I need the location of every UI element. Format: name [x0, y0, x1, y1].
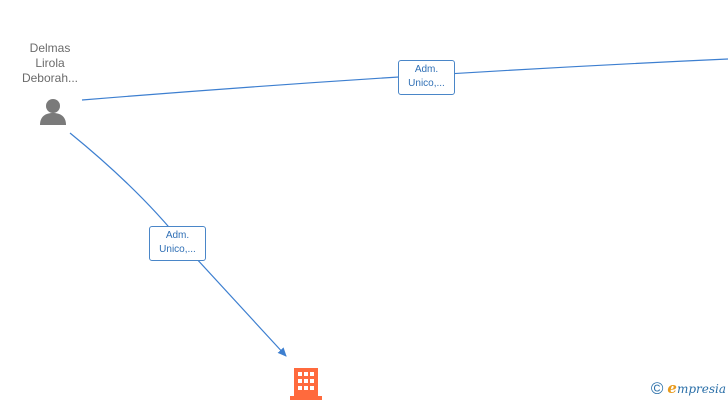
empresia-watermark: © empresia: [651, 378, 726, 398]
person-name-label[interactable]: Delmas Lirola Deborah...: [10, 41, 90, 86]
person-name-line: Lirola: [35, 56, 65, 70]
person-name-line: Delmas: [29, 41, 71, 55]
copyright-icon: ©: [650, 378, 664, 398]
building-icon[interactable]: [290, 368, 322, 400]
edge-label-line: Adm.: [165, 230, 190, 241]
edge-label-top[interactable]: Adm. Unico,...: [398, 60, 455, 95]
person-icon[interactable]: [40, 99, 66, 125]
edge-label-line: Unico,...: [408, 78, 445, 89]
edge-label-left[interactable]: Adm. Unico,...: [149, 226, 206, 261]
person-name-line: Deborah...: [21, 71, 79, 85]
brand-logo: empresia: [667, 379, 726, 397]
edge-label-line: Adm.: [414, 64, 439, 75]
edge-label-line: Unico,...: [159, 244, 196, 255]
